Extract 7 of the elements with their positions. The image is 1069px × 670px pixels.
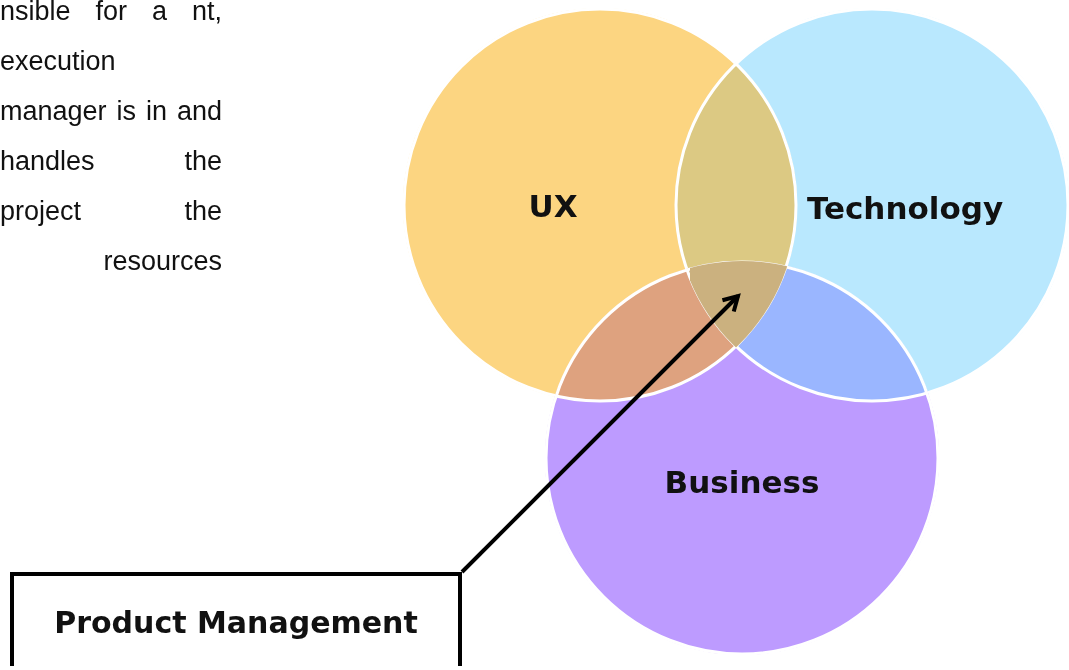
circle-label: Technology [806, 190, 1004, 226]
box-label: Product Management [53, 605, 419, 640]
circle-label: UX [528, 188, 578, 224]
label-box [10, 572, 462, 666]
circle-label: Business [664, 464, 820, 500]
paragraph-text: nsible for a nt, execution manager is in and handles the project the resources [0, 0, 222, 278]
leader-arrow [460, 294, 740, 574]
